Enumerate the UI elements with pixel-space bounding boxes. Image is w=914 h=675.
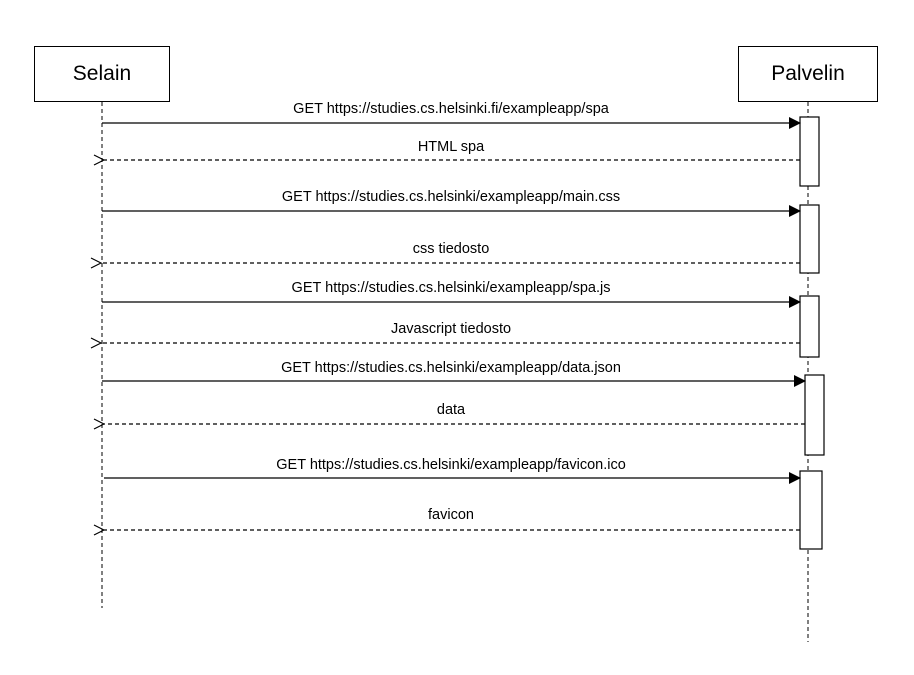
message-label-spa-response: HTML spa xyxy=(417,139,485,155)
actor-client-box: Selain xyxy=(34,46,170,102)
message-label-spa-request: GET https://studies.cs.helsinki.fi/examp… xyxy=(293,101,609,117)
activation-bar xyxy=(799,204,820,274)
activation-bar xyxy=(799,116,820,187)
actor-server-box: Palvelin xyxy=(738,46,878,102)
message-label-json-response: data xyxy=(436,402,466,418)
message-label-json-request: GET https://studies.cs.helsinki/examplea… xyxy=(281,360,621,376)
message-label-js-request: GET https://studies.cs.helsinki/examplea… xyxy=(291,280,611,296)
message-label-favicon-response: favicon xyxy=(428,507,474,523)
message-label-favicon-request: GET https://studies.cs.helsinki/examplea… xyxy=(276,457,626,473)
actor-client-label: Selain xyxy=(72,62,132,85)
activation-bar xyxy=(799,470,823,550)
message-label-css-request: GET https://studies.cs.helsinki/examplea… xyxy=(281,189,621,205)
message-label-js-response: Javascript tiedosto xyxy=(390,321,512,337)
actor-server-label: Palvelin xyxy=(771,62,845,85)
message-label-css-response: css tiedosto xyxy=(412,241,490,257)
message-arrows xyxy=(101,117,806,530)
activation-bar xyxy=(804,374,825,456)
activation-bar xyxy=(799,295,820,358)
